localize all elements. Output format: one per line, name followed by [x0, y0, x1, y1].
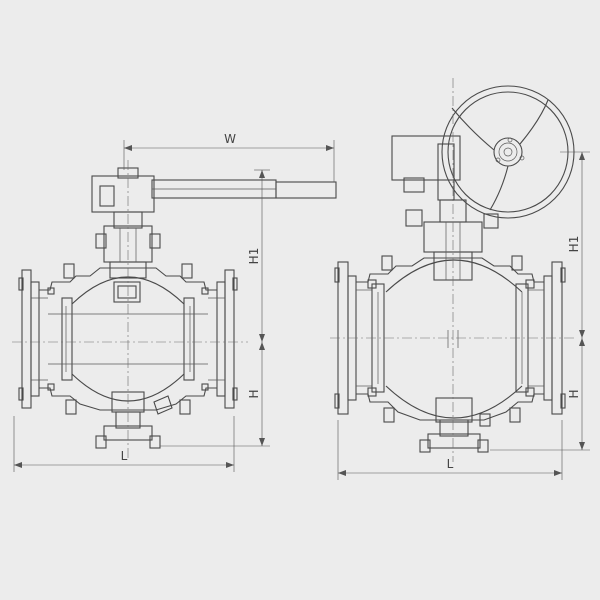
right-flange — [208, 269, 238, 409]
gear-operator — [391, 85, 575, 219]
left-dimension-w: W — [123, 132, 335, 182]
right-view-body — [356, 255, 544, 423]
right-dimension-label-l: L — [447, 457, 454, 471]
left-dimension-l: L — [13, 416, 235, 472]
right-dimension-label-h: H — [567, 389, 581, 398]
dimension-label-h1: H1 — [247, 248, 261, 265]
right-view-bottom-trunnion — [419, 397, 491, 453]
right-dimension-h1: H1 — [560, 151, 590, 338]
lever-valve-view — [12, 160, 337, 460]
dimension-label-l: L — [121, 449, 128, 463]
lever-handle — [151, 179, 337, 199]
left-dimension-h1: H1 — [247, 169, 270, 342]
right-dimension-h: H — [490, 338, 590, 451]
left-flange — [18, 269, 48, 409]
dimension-label-h: H — [247, 389, 261, 398]
dimension-label-w: W — [224, 132, 236, 146]
left-dimension-h: H — [160, 342, 270, 447]
right-dimension-label-h1: H1 — [567, 236, 581, 253]
stem-assembly — [91, 167, 161, 303]
gear-valve-view — [330, 78, 575, 462]
right-dimension-l: L — [337, 420, 563, 480]
